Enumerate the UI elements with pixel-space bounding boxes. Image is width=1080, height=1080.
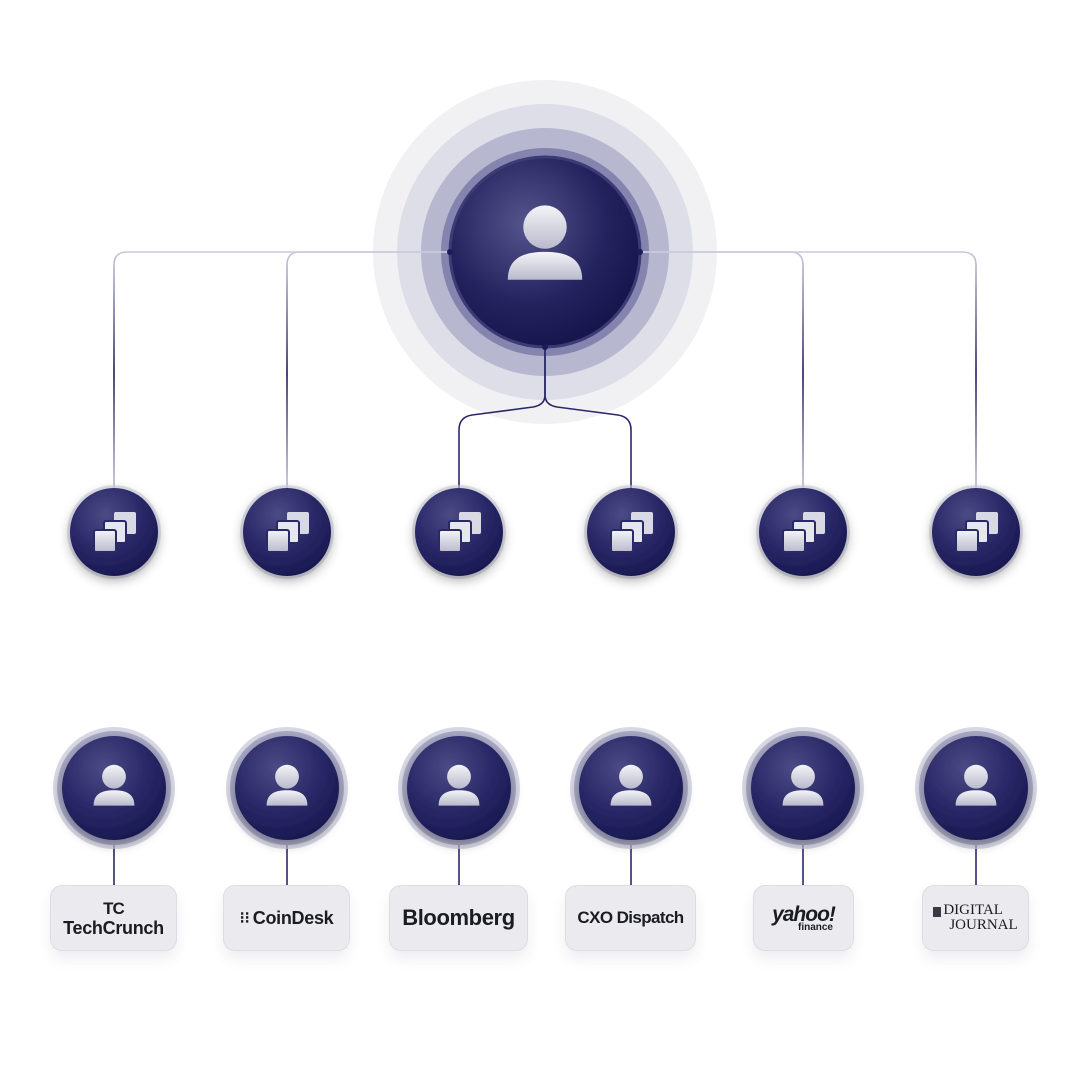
outlet-card-digital-journal: DIGITAL JOURNAL: [922, 885, 1029, 951]
channel-node: [929, 485, 1023, 579]
coindesk-mark: ⁝⁝: [239, 910, 250, 927]
yahoo-finance-logo: yahoo! finance: [772, 902, 836, 933]
connector-root-right-outer: [640, 251, 977, 495]
cxo-dispatch-label: CXO Dispatch: [577, 908, 684, 927]
outlet-card-techcrunch: TC TechCrunch: [50, 885, 177, 951]
person-node: [742, 727, 864, 849]
yahoo-sub-label: finance: [797, 921, 833, 933]
person-node: [398, 727, 520, 849]
person-node: [53, 727, 175, 849]
root-node: [447, 155, 643, 350]
bloomberg-logo: Bloomberg: [402, 905, 515, 931]
digital-journal-logo: DIGITAL JOURNAL: [933, 902, 1018, 933]
coindesk-label: CoinDesk: [252, 907, 334, 928]
yahoo-label: yahoo!: [772, 902, 836, 926]
outlet-card-yahoo-finance: yahoo! finance: [753, 885, 854, 951]
techcrunch-mark: TC: [103, 898, 125, 918]
channel-node: [240, 485, 334, 579]
coindesk-logo: ⁝⁝ CoinDesk: [240, 908, 334, 929]
digital-journal-label-1: DIGITAL: [943, 902, 1003, 918]
person-nodes: [53, 727, 1037, 849]
digital-journal-mark: [933, 907, 942, 917]
connector-root-bottom-right: [544, 347, 632, 495]
person-node: [226, 727, 348, 849]
person-node: [915, 727, 1037, 849]
connector-root-left-outer: [113, 251, 450, 495]
techcrunch-logo: TC TechCrunch: [63, 900, 164, 937]
techcrunch-label: TechCrunch: [63, 917, 164, 938]
connector-lines: [113, 251, 977, 886]
person-node: [570, 727, 692, 849]
outlet-card-cxo-dispatch: CXO Dispatch: [565, 885, 696, 951]
connector-root-left-inner: [286, 251, 450, 495]
outlet-card-coindesk: ⁝⁝ CoinDesk: [223, 885, 350, 951]
cxo-dispatch-logo: CXO Dispatch: [577, 908, 684, 928]
channel-node: [584, 485, 678, 579]
connector-root-bottom-left: [458, 347, 546, 495]
digital-journal-label-2: JOURNAL: [949, 917, 1018, 933]
outlet-card-bloomberg: Bloomberg: [389, 885, 528, 951]
bloomberg-label: Bloomberg: [402, 905, 515, 930]
channel-node: [67, 485, 161, 579]
channel-nodes: [67, 485, 1023, 579]
channel-node: [756, 485, 850, 579]
channel-node: [412, 485, 506, 579]
